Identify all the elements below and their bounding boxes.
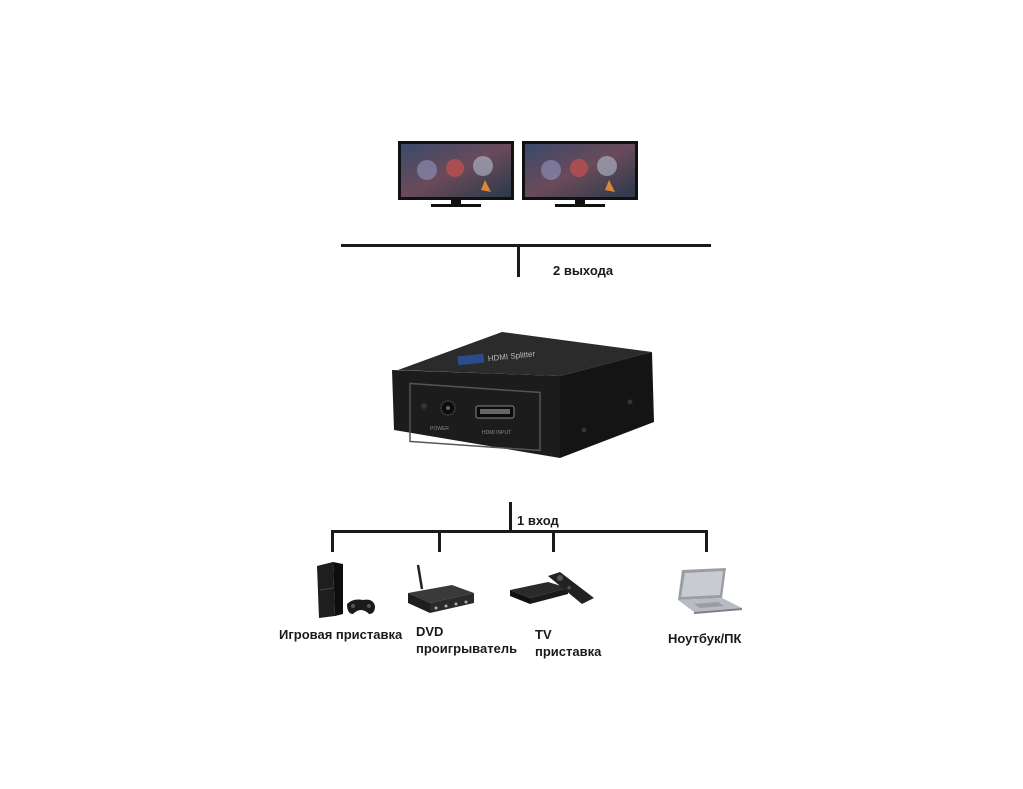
drop-line-laptop bbox=[705, 530, 708, 552]
laptop-icon bbox=[664, 566, 744, 616]
monitor-right bbox=[521, 140, 639, 208]
device-label-dvd-line1: DVD bbox=[416, 624, 444, 639]
device-label-laptop: Ноутбук/ПК bbox=[668, 631, 742, 646]
game-console-icon bbox=[313, 560, 377, 620]
drop-line-tv bbox=[552, 530, 555, 552]
device-label-console: Игровая приставка bbox=[279, 627, 403, 642]
device-label-tv-line2: приставка bbox=[535, 644, 602, 659]
monitor-left bbox=[397, 140, 515, 208]
input-port-label: HDMI INPUT bbox=[482, 430, 511, 436]
input-label: 1 вход bbox=[517, 513, 559, 528]
input-stem-line bbox=[509, 502, 512, 532]
drop-line-dvd bbox=[438, 530, 441, 552]
dvd-player-icon bbox=[404, 563, 476, 615]
power-label: POWER bbox=[430, 426, 449, 432]
drop-line-console bbox=[331, 530, 334, 552]
output-bus-line bbox=[341, 244, 711, 247]
outputs-label: 2 выхода bbox=[553, 263, 614, 278]
output-stem-line bbox=[517, 247, 520, 277]
tv-box-icon bbox=[508, 572, 596, 614]
device-label-tv-line1: TV bbox=[535, 627, 552, 642]
input-bus-line bbox=[331, 530, 708, 533]
hdmi-splitter-device: HDMI Splitter POWER HDMI INPUT bbox=[390, 330, 662, 460]
device-label-dvd-line2: проигрыватель bbox=[416, 641, 518, 656]
